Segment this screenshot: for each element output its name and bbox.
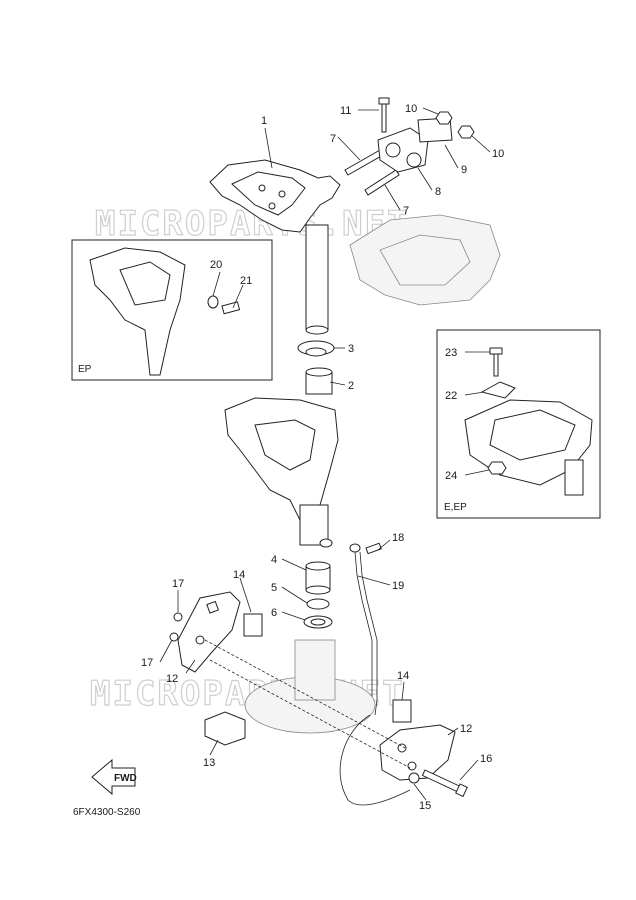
bolt-16-part (421, 769, 468, 798)
callout-16: 16 (480, 753, 492, 765)
tilt-tube-line-2 (209, 659, 411, 769)
callout-4: 4 (271, 554, 277, 566)
lower-casing-ghost (244, 639, 376, 734)
callout-19: 19 (392, 580, 404, 592)
upper-casing-ghost (349, 214, 501, 306)
swivel-bracket-part (224, 397, 339, 548)
clamp-bracket-left (177, 591, 241, 673)
spacer-14-parts (243, 613, 412, 723)
callout-14-left: 14 (233, 569, 245, 581)
callout-17-lower: 17 (141, 657, 153, 669)
callout-17-upper: 17 (172, 578, 184, 590)
callout-13: 13 (203, 757, 215, 769)
lower-bushing-parts (303, 561, 333, 629)
callout-18: 18 (392, 532, 404, 544)
callout-2: 2 (348, 380, 354, 392)
callout-12-left: 12 (166, 673, 178, 685)
clamp-bracket-right (379, 724, 456, 781)
leader-lines (159, 107, 491, 801)
bolt-17-parts (169, 612, 183, 642)
callout-21: 21 (240, 275, 252, 287)
callout-9: 9 (461, 164, 467, 176)
diagram-code: 6FX4300-S260 (73, 807, 141, 818)
stud-bolt-parts (344, 149, 400, 196)
callout-numbers: 1 2 3 4 5 6 7 7 8 9 10 10 11 12 12 13 14… (141, 103, 504, 812)
nut-10-parts (435, 111, 475, 139)
steering-bracket-part (209, 159, 341, 335)
callout-12-right: 12 (460, 723, 472, 735)
callout-5: 5 (271, 582, 277, 594)
fwd-label: FWD (114, 773, 137, 784)
inset-ep-label: EP (78, 364, 92, 375)
callout-24: 24 (445, 470, 457, 482)
callout-22: 22 (445, 390, 457, 402)
callout-20: 20 (210, 259, 222, 271)
callout-1: 1 (261, 115, 267, 127)
ground-wire-lower (339, 714, 411, 806)
upper-mount-parts (377, 117, 453, 173)
callout-15: 15 (419, 800, 431, 812)
inset-e-ep: E,EP (436, 329, 601, 519)
tilt-tube-line (204, 639, 406, 749)
nut-15-part (408, 772, 420, 784)
fwd-arrow-icon: FWD (91, 758, 137, 796)
callout-8: 8 (435, 186, 441, 198)
callout-7-lower: 7 (403, 205, 409, 217)
callout-3: 3 (348, 343, 354, 355)
callout-7-upper: 7 (330, 133, 336, 145)
pad-13-part (204, 711, 246, 746)
callout-10-right: 10 (492, 148, 504, 160)
bushing-parts (297, 340, 335, 395)
inset-e-ep-label: E,EP (444, 502, 467, 513)
inset-ep: EP (71, 239, 273, 381)
callout-14-right: 14 (397, 670, 409, 682)
callout-23: 23 (445, 347, 457, 359)
callout-6: 6 (271, 607, 277, 619)
callout-11: 11 (340, 105, 351, 117)
bolt-11-part (378, 97, 390, 133)
callout-10-left: 10 (405, 103, 417, 115)
